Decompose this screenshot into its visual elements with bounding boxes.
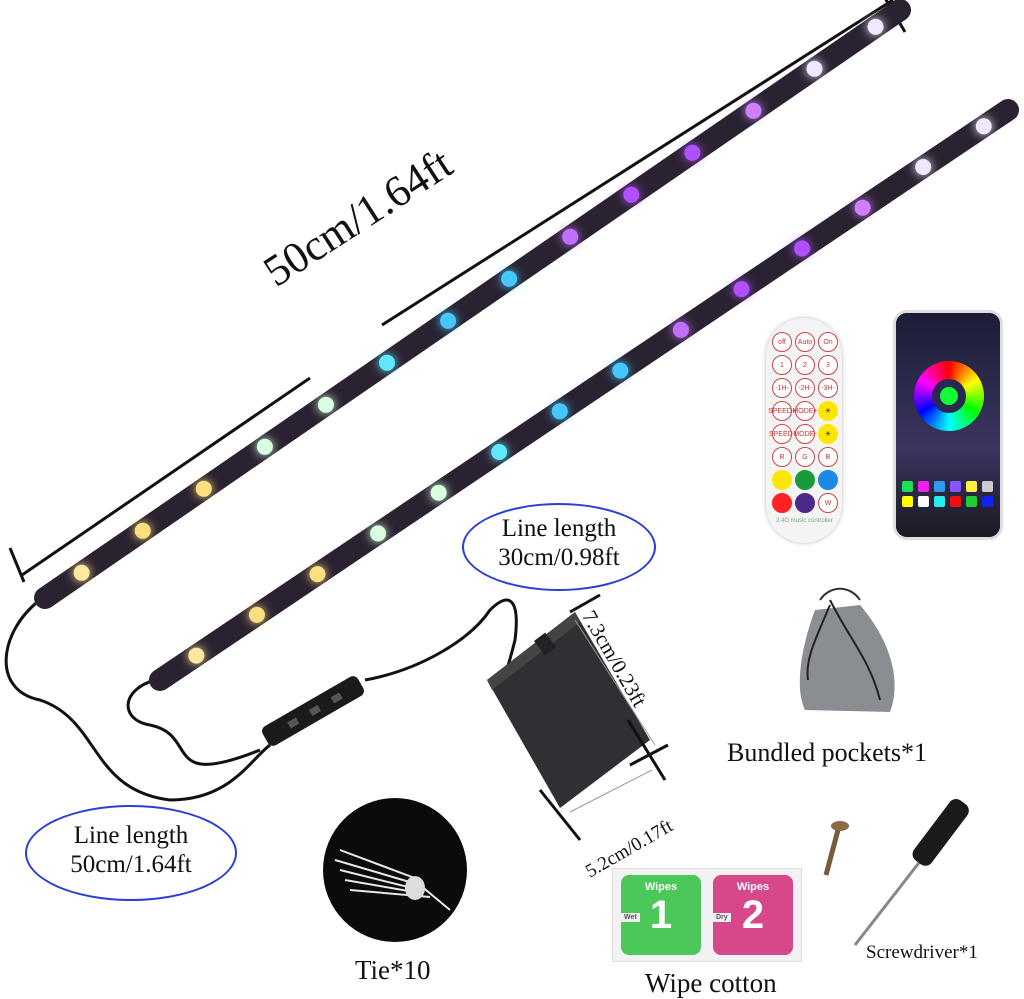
led [975, 118, 992, 135]
battery-guide-lines [569, 619, 656, 813]
led [612, 362, 629, 379]
controller-line-length-bubble: Line length 30cm/0.98ft [462, 503, 656, 591]
remote-button: 1 [772, 355, 792, 375]
led [370, 525, 387, 542]
pocket-label: Bundled pockets*1 [727, 738, 928, 767]
led [684, 144, 701, 161]
led [317, 396, 334, 413]
led [562, 228, 579, 245]
led [256, 438, 273, 455]
remote-caption: 2.4G music controller [776, 518, 833, 524]
led [806, 60, 823, 77]
color-swatch [934, 481, 945, 492]
color-swatch [982, 496, 993, 507]
screwdriver [853, 799, 969, 946]
strip-length-dimension-line [8, 0, 907, 583]
led [745, 102, 762, 119]
led [854, 199, 871, 216]
wipe-number: 1 [649, 893, 673, 937]
remote-button [795, 470, 815, 490]
color-swatch [950, 496, 961, 507]
selected-color [940, 387, 958, 405]
strip-line-length-bubble: Line length 50cm/1.64ft [25, 805, 237, 901]
remote-button: W [818, 493, 838, 513]
color-swatch [934, 496, 945, 507]
remote-button [772, 470, 792, 490]
remote-button: SPEED+ [768, 401, 796, 421]
led [915, 159, 932, 175]
led [309, 566, 326, 583]
wipe-type: Wet [621, 913, 640, 922]
bubble-title: Line length [73, 822, 189, 849]
remote-button: off [772, 332, 792, 352]
led [195, 480, 212, 497]
wipe-title: Wipes [736, 881, 770, 893]
screw [823, 821, 849, 876]
remote-button: B [818, 447, 838, 467]
bubble-value: 30cm/0.98ft [498, 544, 620, 571]
wet-wipe: Wipes 1 Wet [621, 875, 701, 955]
color-swatch [918, 481, 929, 492]
remote-button: SPEED- [769, 424, 795, 444]
led [440, 312, 457, 329]
remote-button: -2H- [795, 378, 815, 398]
led [501, 270, 518, 287]
color-swatch [902, 496, 913, 507]
remote-button: 3 [818, 355, 838, 375]
remote-button: On [818, 332, 838, 352]
wipe-type: Dry [713, 913, 731, 922]
cables [4, 598, 518, 802]
color-swatch [966, 481, 977, 492]
led [248, 606, 265, 623]
bubble-title: Line length [501, 515, 617, 542]
led [430, 484, 447, 501]
color-swatch [902, 481, 913, 492]
remote-button: G [795, 447, 815, 467]
color-swatch [918, 496, 929, 507]
remote-button: R [772, 447, 792, 467]
wipe-title: Wipes [644, 881, 678, 893]
color-swatch [982, 481, 993, 492]
led [379, 354, 395, 371]
drawstring-pocket [799, 587, 895, 712]
inline-controller [262, 676, 364, 746]
led [623, 186, 640, 203]
led [134, 522, 151, 539]
screwdriver-label: Screwdriver*1 [866, 942, 978, 963]
remote-button [795, 493, 815, 513]
remote-button: -1H- [772, 378, 792, 398]
phone-app-screenshot [893, 310, 1003, 540]
bubble-value: 50cm/1.64ft [70, 851, 192, 878]
wipes-pack: Wipes 1 Wet Wipes 2 Dry [612, 868, 802, 962]
color-swatch [966, 496, 977, 507]
led [733, 281, 750, 298]
led [188, 647, 205, 664]
led [794, 240, 811, 257]
battery-dimension-lines [538, 593, 669, 841]
remote-button: ☀ [818, 424, 838, 444]
remote-button: MODE- [793, 424, 817, 444]
led [73, 564, 90, 581]
cable-ties-photo [323, 798, 467, 942]
led [491, 444, 508, 460]
remote-button: MODE+ [792, 401, 818, 421]
remote-button: ☀ [818, 401, 838, 421]
led [867, 18, 884, 35]
wipe-label: Wipe cotton [645, 968, 777, 998]
remote-button: Auto [795, 332, 815, 352]
remote-button [772, 493, 792, 513]
battery-box [487, 612, 650, 808]
remote-button [818, 470, 838, 490]
led [672, 321, 689, 338]
remote-button: -3H- [818, 378, 838, 398]
color-swatch [950, 481, 961, 492]
remote-button: 2 [795, 355, 815, 375]
dry-wipe: Wipes 2 Dry [713, 875, 793, 955]
led [551, 403, 568, 420]
tie-label: Tie*10 [355, 955, 431, 985]
wipe-number: 2 [741, 893, 765, 937]
